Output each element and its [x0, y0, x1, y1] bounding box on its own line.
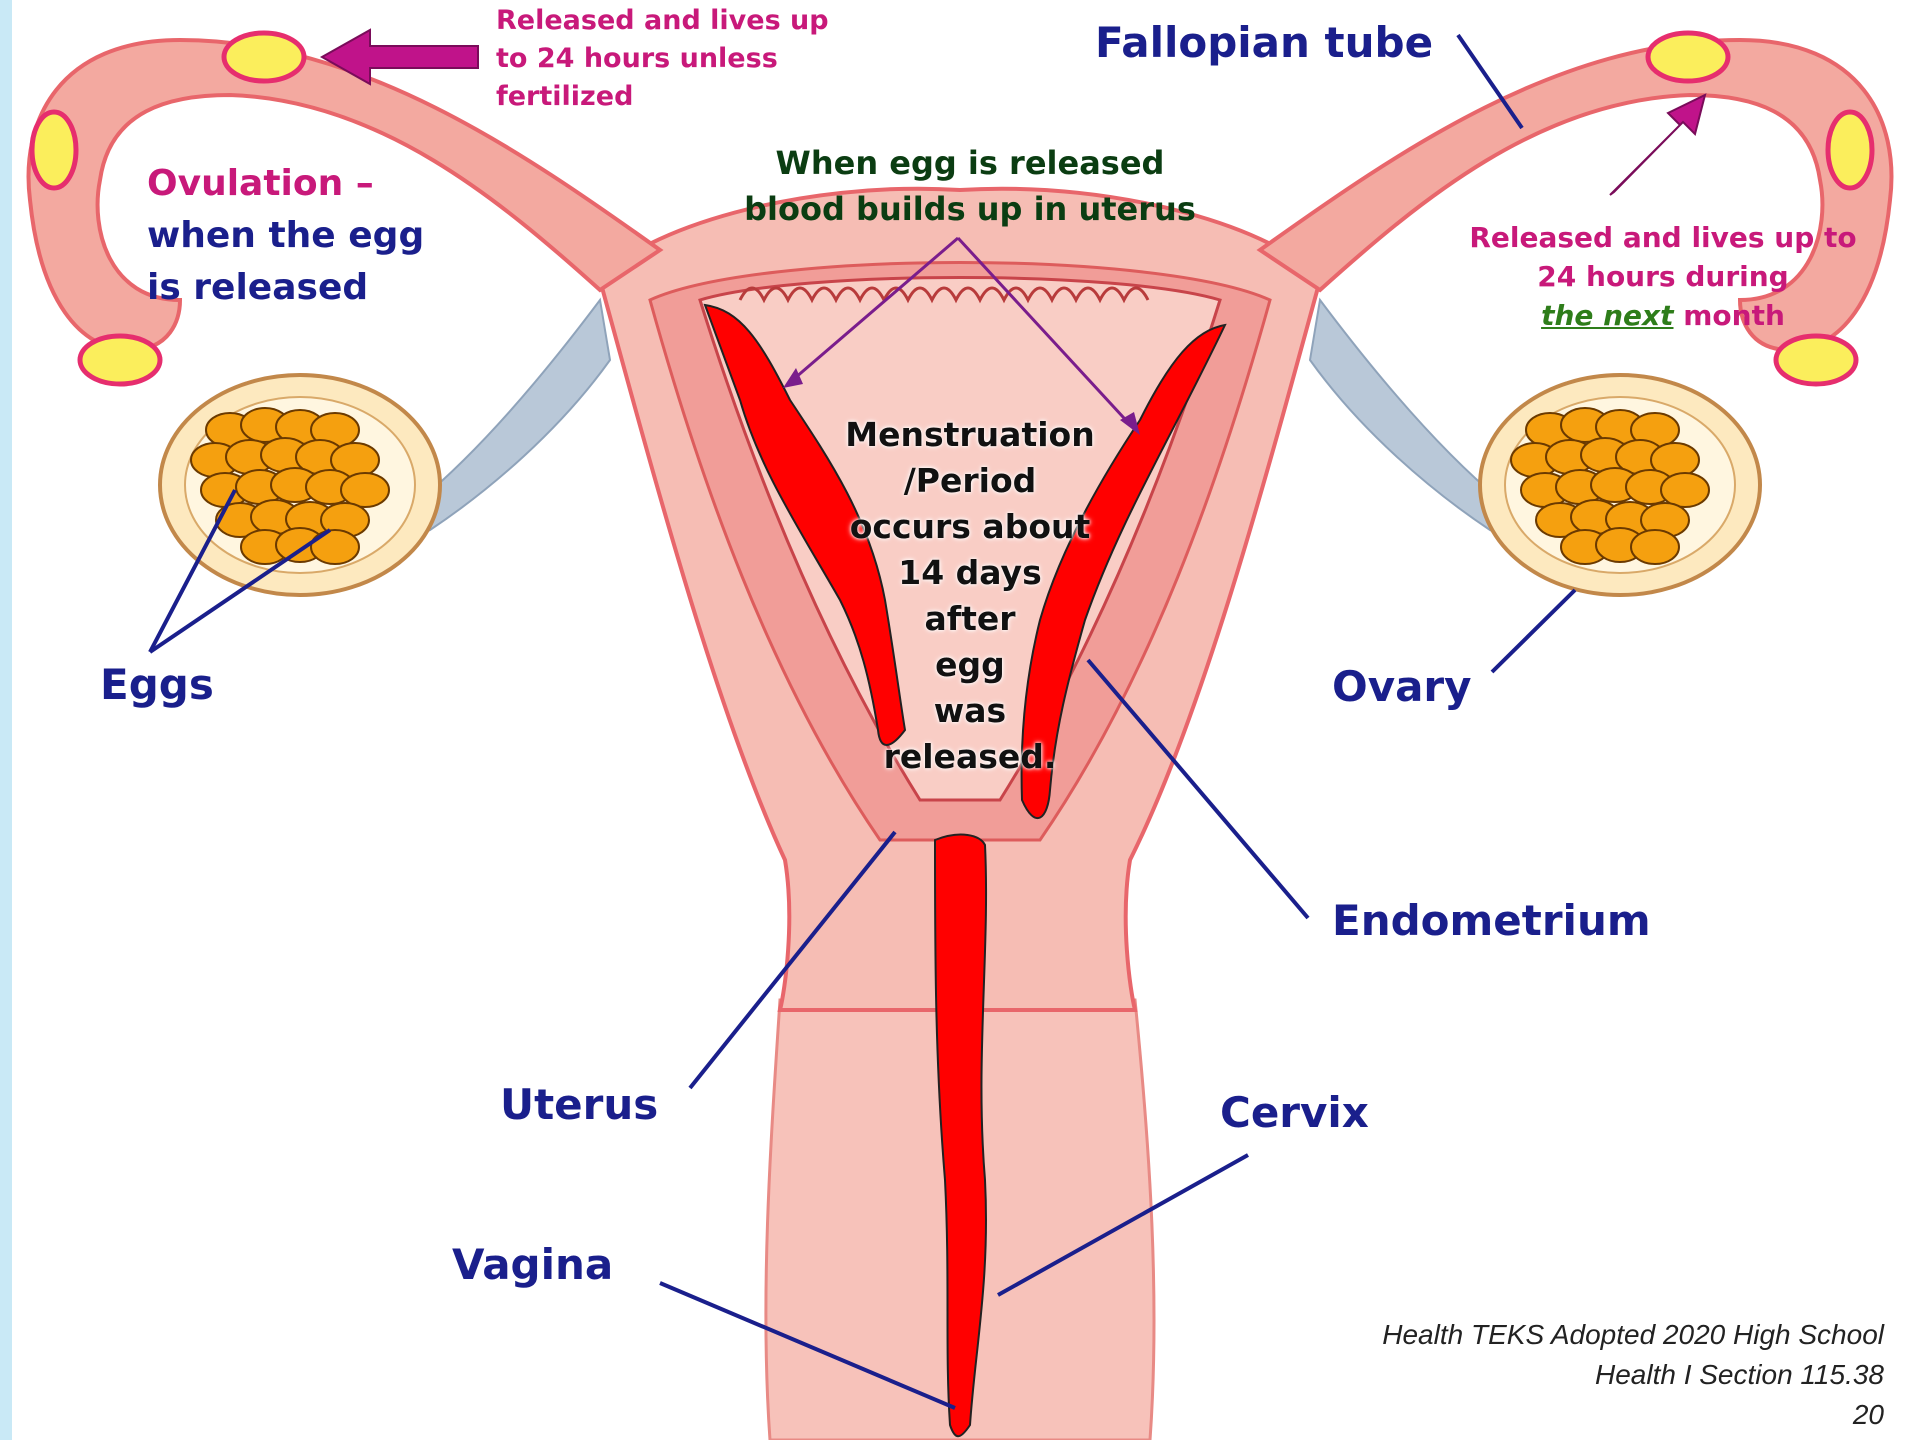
released-left-line-3: fertilized [496, 78, 829, 116]
ligament-left [420, 300, 610, 530]
footer-line-1: Health TEKS Adopted 2020 High School [1382, 1315, 1884, 1355]
label-when-egg-released: When egg is released blood builds up in … [700, 140, 1240, 232]
footer-line-2: Health I Section 115.38 [1382, 1355, 1884, 1395]
label-uterus: Uterus [500, 1080, 658, 1129]
ovum-left-low [80, 336, 160, 384]
label-eggs: Eggs [100, 660, 214, 709]
menstruation-line-1: Menstruation [820, 412, 1120, 458]
released-right-line-1: Released and lives up to [1468, 218, 1858, 257]
ovum-right-top [1648, 33, 1728, 81]
footer-citation: Health TEKS Adopted 2020 High School Hea… [1382, 1315, 1884, 1435]
ovum-right-side [1828, 112, 1872, 188]
released-right-tail: month [1674, 299, 1785, 332]
menstruation-line-5: after [820, 596, 1120, 642]
label-endometrium: Endometrium [1332, 896, 1651, 945]
slide-number: 20 [1382, 1395, 1884, 1435]
ovulation-line-1: Ovulation – [147, 158, 424, 210]
arrow-right-released [1610, 95, 1705, 195]
menstruation-line-2: /Period [820, 458, 1120, 504]
menstruation-line-4: 14 days [820, 550, 1120, 596]
menstruation-line-7: was [820, 688, 1120, 734]
egg [1631, 530, 1679, 564]
egg [311, 530, 359, 564]
label-released-right: Released and lives up to 24 hours during… [1468, 218, 1858, 335]
label-menstruation: Menstruation /Period occurs about 14 day… [820, 412, 1120, 780]
when-egg-line-1: When egg is released [700, 140, 1240, 186]
released-right-emphasis: the next [1541, 299, 1673, 332]
egg [1661, 473, 1709, 507]
label-ovulation: Ovulation – when the egg is released [147, 158, 424, 314]
released-right-line-3: the next month [1468, 296, 1858, 335]
ovulation-line-2: when the egg [147, 210, 424, 262]
label-vagina: Vagina [452, 1240, 613, 1289]
label-fallopian-tube: Fallopian tube [1095, 18, 1433, 67]
released-right-line-2: 24 hours during [1468, 257, 1858, 296]
released-left-line-2: to 24 hours unless [496, 40, 829, 78]
label-released-left: Released and lives up to 24 hours unless… [496, 2, 829, 116]
menstruation-line-8: released. [820, 734, 1120, 780]
pointer-ovary [1492, 590, 1575, 672]
menstruation-line-6: egg [820, 642, 1120, 688]
label-cervix: Cervix [1220, 1088, 1369, 1137]
released-left-line-1: Released and lives up [496, 2, 829, 40]
ovulation-line-3: is released [147, 262, 424, 314]
egg [341, 473, 389, 507]
label-ovary: Ovary [1332, 662, 1472, 711]
ovum-right-low [1776, 336, 1856, 384]
when-egg-line-2: blood builds up in uterus [700, 186, 1240, 232]
ovum-left-side [32, 112, 76, 188]
menstruation-line-3: occurs about [820, 504, 1120, 550]
ovum-left-top [224, 33, 304, 81]
